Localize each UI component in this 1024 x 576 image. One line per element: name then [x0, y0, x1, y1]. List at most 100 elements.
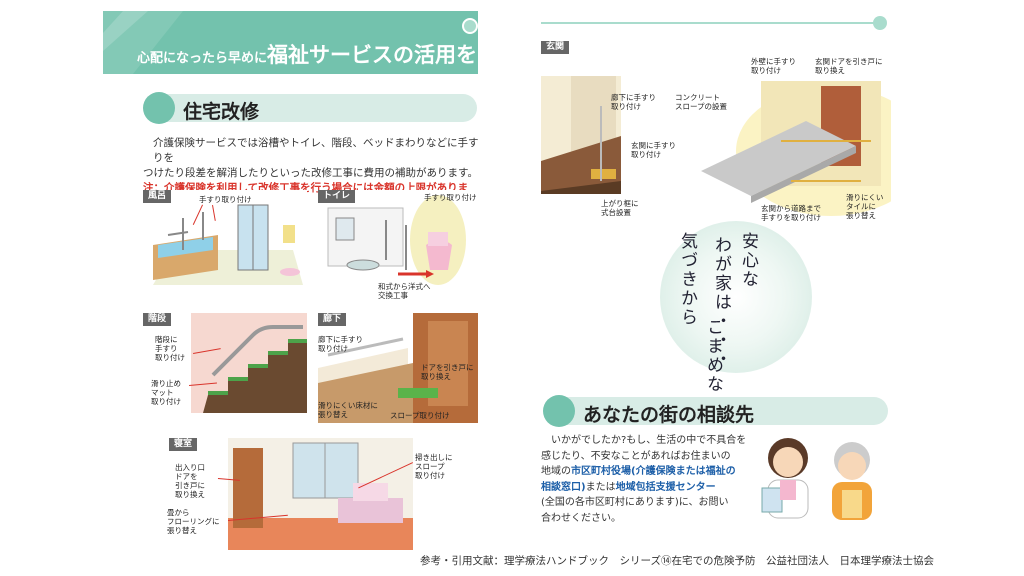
- calligraphy-circle: [660, 221, 812, 373]
- consult-line-1: いかがでしたか?もし、生活の中で不具合を: [551, 435, 747, 446]
- stairs-note2-l3: 取り付け: [151, 397, 181, 406]
- bedroom-note-slope: 掃き出しに スロープ 取り付け: [415, 453, 453, 480]
- municipal-office-text: 市区町村役場(介護保険または福祉の: [571, 466, 736, 477]
- stairs-illustration: [143, 313, 307, 413]
- hallway-note2-l2: 取り換え: [421, 372, 451, 381]
- banner-deco: [103, 11, 183, 74]
- entrance-note2-l2: 取り付け: [631, 150, 661, 159]
- section-circle-icon: [543, 395, 575, 427]
- toilet-note-western-l2: 交換工事: [378, 291, 408, 300]
- toilet-panel: トイレ 手すり取り付け 和式から洋式へ 交換工事: [318, 190, 478, 300]
- hallway-note1-l2: 取り付け: [318, 344, 348, 353]
- intro-line-1: 介護保険サービスでは浴槽やトイレ、階段、ベッドまわりなどに手すりを: [153, 137, 479, 164]
- entrance-note1-l1: 廊下に手すり: [611, 93, 656, 102]
- footer-citation: 参考・引用文献：理学療法ハンドブック シリーズ⑭在宅での危険予防 公益社団法人 …: [420, 555, 934, 567]
- bedroom-note2-l1: 畳から: [167, 508, 190, 517]
- entrance-note6-l2: スロープの設置: [675, 102, 728, 111]
- bedroom-note3-l1: 掃き出しに: [415, 453, 453, 462]
- bedroom-note-door: 出入り口 ドアを 引き戸に 取り換え: [175, 463, 205, 499]
- bedroom-note2-l2: フローリングに: [167, 517, 220, 526]
- calligraphy-col-3: こまめな: [703, 318, 723, 394]
- toilet-note-western-l1: 和式から洋式へ: [378, 282, 431, 291]
- consult-line-3-a: 地域の: [541, 466, 571, 477]
- bedroom-note2-l3: 張り替え: [167, 526, 197, 535]
- banner-small-text: 心配になったら早めに: [137, 51, 268, 66]
- bedroom-illustration: [228, 438, 413, 550]
- entrance-note-road: 玄関から道路まで 手すりを取り付け: [761, 204, 821, 222]
- entrance-note6-l1: コンクリート: [675, 93, 720, 102]
- toilet-label: トイレ: [318, 190, 356, 203]
- entrance-note8-l3: 張り替え: [846, 211, 876, 220]
- entrance-note1-l2: 取り付け: [611, 102, 641, 111]
- entrance-note7-l1: 玄関から道路まで: [761, 204, 821, 213]
- entrance-note4-l1: 外壁に手すり: [751, 57, 796, 66]
- consult-line-5: (全国の各市区町村にあります)に、お問い: [541, 497, 729, 508]
- banner-big-text: 福祉サービスの活用を: [267, 43, 478, 67]
- stairs-note1-l1: 階段に: [155, 335, 178, 344]
- calligraphy-col-4: 気づきから: [677, 232, 697, 327]
- hallway-note-handrail: 廊下に手すり 取り付け: [318, 335, 363, 353]
- support-center-text: 地域包括支援センター: [615, 481, 716, 493]
- housing-section-header: 住宅改修: [143, 92, 477, 124]
- entrance-note4-l2: 取り付け: [751, 66, 781, 75]
- consult-line-2: 感じたり、不安なことがあればお住まいの: [541, 450, 731, 462]
- entrance-note3-l1: 上がり框に: [601, 199, 639, 208]
- stairs-label: 階段: [143, 313, 172, 326]
- consult-line-6: 合わせください。: [541, 512, 621, 524]
- consult-line-3: 地域の市区町村役場(介護保険または福祉の: [541, 464, 771, 480]
- entrance-note8-l1: 滑りにくい: [846, 193, 884, 202]
- hallway-note-floor: 滑りにくい床材に 張り替え: [318, 401, 378, 419]
- entrance-note-tile: 滑りにくい タイルに 張り替え: [846, 193, 883, 220]
- calligraphy-col-2: わが家は・・・: [711, 236, 731, 369]
- hallway-illustration: [318, 313, 478, 423]
- consult-title: あなたの街の相談先: [583, 404, 755, 426]
- hallway-label: 廊下: [318, 313, 347, 326]
- bedroom-note1-l1: 出入り口: [175, 463, 205, 472]
- consult-body: いかがでしたか?もし、生活の中で不具合を 感じたり、不安なことがあればお住まいの…: [541, 433, 771, 526]
- stairs-note1-l3: 取り付け: [155, 353, 185, 362]
- bedroom-note1-l2: ドアを: [175, 472, 198, 481]
- bath-illustration: [143, 190, 307, 290]
- toilet-note-handrail: 手すり取り付け: [424, 193, 477, 202]
- top-rule: [541, 22, 877, 24]
- bedroom-panel: 寝室 出入り口 ドアを 引き戸に 取り換え 畳から フローリングに 張り替え 掃…: [143, 438, 483, 550]
- bedroom-note3-l3: 取り付け: [415, 471, 445, 480]
- entrance-note8-l2: タイルに: [846, 202, 876, 211]
- intro-line-2: つけたり段差を解消したりといった改修工事に費用の補助があります。: [143, 167, 478, 179]
- bedroom-note1-l4: 取り換え: [175, 490, 205, 499]
- entrance-note-slope: コンクリート スロープの設置: [675, 93, 727, 111]
- banner-dot: [462, 18, 478, 34]
- entrance-note-step: 上がり框に 式台設置: [601, 199, 639, 217]
- toilet-note-western: 和式から洋式へ 交換工事: [378, 282, 431, 300]
- top-dot: [873, 16, 887, 30]
- entrance-note-wall: 外壁に手すり 取り付け: [751, 57, 796, 75]
- entrance-note2-l1: 玄関に手すり: [631, 141, 676, 150]
- hallway-note3-l2: 張り替え: [318, 410, 348, 419]
- hallway-note-slope: スロープ取り付け: [390, 411, 450, 420]
- stairs-panel: 階段 階段に 手すり 取り付け 滑り止め マット 取り付け: [143, 313, 307, 413]
- stairs-note-mat: 滑り止め マット 取り付け: [151, 379, 181, 406]
- entrance-note3-l2: 式台設置: [601, 208, 631, 217]
- entrance-note7-l2: 手すりを取り付け: [761, 213, 821, 222]
- hallway-note2-l1: ドアを引き戸に: [421, 363, 474, 372]
- bath-note-handrail: 手すり取り付け: [199, 195, 252, 204]
- calligraphy-col-1: 安心な: [738, 232, 758, 289]
- consultation-illustration: [761, 438, 872, 520]
- bedroom-label: 寝室: [169, 438, 198, 451]
- consult-line-4-b: または: [585, 481, 616, 493]
- entrance-note5-l1: 玄関ドアを引き戸に: [815, 57, 883, 66]
- bedroom-note3-l2: スロープ: [415, 462, 445, 471]
- entrance-note-handrail: 玄関に手すり 取り付け: [631, 141, 676, 159]
- section-circle-icon: [143, 92, 175, 124]
- bedroom-note-floor: 畳から フローリングに 張り替え: [167, 508, 220, 535]
- entrance-note-hall: 廊下に手すり 取り付け: [611, 93, 656, 111]
- entrance-label: 玄関: [541, 41, 570, 54]
- stairs-note2-l1: 滑り止め: [151, 379, 181, 388]
- toilet-illustration: [318, 190, 478, 295]
- entrance-panel: 玄関 廊下に手すり 取り付け 玄関に手すり 取り付け 上がり框に 式台設置 外壁…: [541, 41, 891, 226]
- hallway-note3-l1: 滑りにくい床材に: [318, 401, 378, 410]
- entrance-illustration: [541, 76, 891, 216]
- bath-label: 風呂: [143, 190, 172, 203]
- banner-title: 心配になったら早めに福祉サービスの活用を: [137, 39, 477, 69]
- entrance-note5-l2: 取り換え: [815, 66, 845, 75]
